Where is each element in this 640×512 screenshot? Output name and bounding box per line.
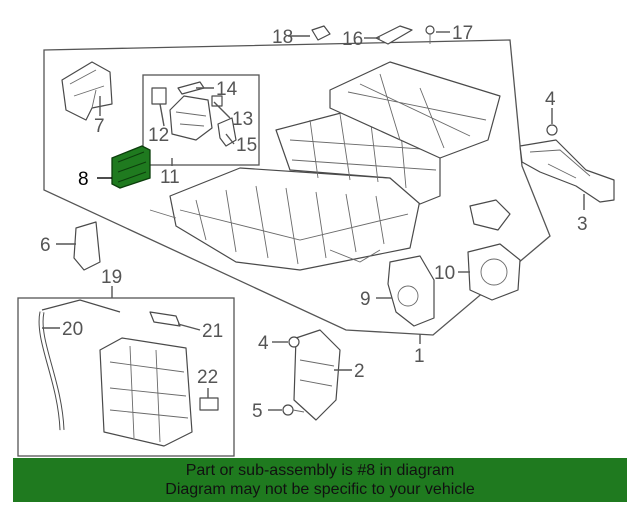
callout-10: 10 [434, 263, 455, 284]
part-21-connector [149, 311, 181, 327]
callout-17: 17 [452, 23, 473, 44]
battery-top-plate [329, 61, 501, 159]
callout-11: 11 [160, 167, 180, 188]
callout-12: 12 [148, 125, 169, 146]
part-12-fuse [151, 87, 167, 105]
part-4-nut-upper [546, 124, 558, 136]
part-17-bolt [425, 25, 435, 44]
part-13-sensor [211, 95, 223, 107]
callout-16: 16 [342, 29, 363, 50]
part-6-bracket [73, 221, 101, 271]
part-12-relay-block [169, 95, 213, 141]
callout-15: 15 [236, 135, 257, 156]
callout-5: 5 [252, 401, 263, 422]
part-5-bolt [282, 404, 305, 416]
callout-14: 14 [216, 79, 238, 100]
callout-9: 9 [360, 289, 371, 310]
callout-13: 13 [232, 109, 253, 130]
banner-line-1: Part or sub-assembly is #8 in diagram [185, 462, 455, 479]
callout-4-upper: 4 [545, 89, 556, 110]
part-19-junction-box [99, 337, 193, 447]
callout-22: 22 [197, 367, 218, 388]
callout-6: 6 [40, 235, 51, 256]
part-10-blower [467, 243, 521, 301]
callout-18: 18 [272, 27, 293, 48]
part-18-clip [311, 25, 331, 41]
part-22-relay [199, 397, 219, 411]
part-2-inverter-cover [293, 329, 341, 421]
banner-line-2: Diagram may not be specific to your vehi… [165, 481, 475, 498]
callout-3: 3 [577, 214, 588, 235]
part-20-hose [38, 299, 121, 431]
callout-1: 1 [414, 346, 425, 367]
callout-21: 21 [202, 321, 223, 342]
subassembly-11-outline [142, 74, 260, 166]
part-15-bracket [217, 117, 237, 147]
callout-4-lower: 4 [258, 333, 269, 354]
callout-8: 8 [78, 169, 89, 190]
part-8-module [111, 145, 151, 189]
callout-19: 19 [101, 267, 122, 288]
part-16-bracket [375, 25, 413, 45]
part-9-fan-housing [387, 255, 435, 327]
part-4-nut-lower [288, 336, 300, 348]
callout-20: 20 [62, 319, 83, 340]
info-banner: Part or sub-assembly is #8 in diagram Di… [13, 458, 627, 502]
parts-diagram: 18 16 17 7 12 14 13 15 11 8 4 3 6 9 10 1… [17, 23, 615, 457]
callout-2: 2 [354, 361, 365, 382]
part-3-duct [519, 139, 615, 203]
duct-adapter [469, 199, 511, 231]
subassembly-19-outline [17, 297, 235, 457]
leader-lines [42, 31, 585, 411]
part-7-cover [61, 61, 113, 121]
callout-7: 7 [94, 116, 105, 137]
